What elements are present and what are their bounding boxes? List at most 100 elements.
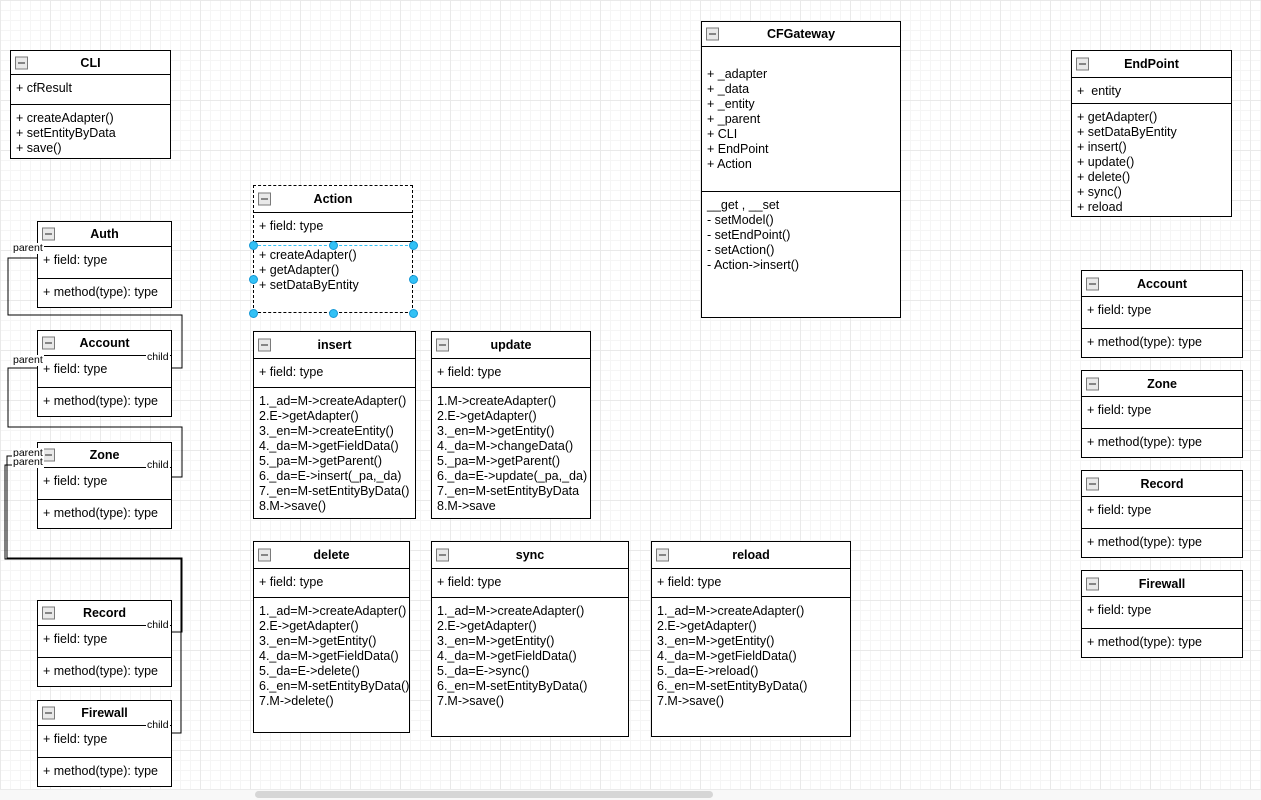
- method-row[interactable]: 6._en=M-setEntityByData(): [657, 679, 808, 693]
- method-row[interactable]: + update(): [1077, 155, 1135, 169]
- fields-compartment[interactable]: + field: type: [1082, 596, 1242, 628]
- class-delete[interactable]: delete + field: type 1._ad=M->createAdap…: [253, 541, 410, 733]
- field-row[interactable]: + CLI: [707, 127, 738, 141]
- method-row[interactable]: 3._en=M->createEntity(): [259, 424, 394, 438]
- selection-handle-e[interactable]: [408, 274, 418, 284]
- method-row[interactable]: + setDataByEntity: [259, 278, 359, 292]
- method-row[interactable]: 7._en=M-setEntityByData: [437, 484, 580, 498]
- class-insert[interactable]: insert + field: type 1._ad=M->createAdap…: [253, 331, 416, 519]
- collapse-icon[interactable]: [436, 338, 449, 352]
- method-row[interactable]: 7.M->delete(): [259, 694, 334, 708]
- fields-compartment[interactable]: + field: type: [432, 358, 590, 387]
- method-row[interactable]: 4._da=M->getFieldData(): [259, 439, 399, 453]
- field-row[interactable]: + field: type: [43, 362, 108, 376]
- method-row[interactable]: 6._en=M-setEntityByData(): [437, 679, 588, 693]
- fields-compartment[interactable]: + field: type: [38, 625, 171, 657]
- methods-compartment[interactable]: + method(type): type: [1082, 528, 1242, 557]
- field-row[interactable]: + Action: [707, 157, 752, 171]
- method-row[interactable]: 6._en=M-setEntityByData(): [259, 679, 409, 693]
- method-row[interactable]: 4._da=M->getFieldData(): [437, 649, 577, 663]
- method-row[interactable]: 2.E->getAdapter(): [259, 619, 359, 633]
- connector-zone-to-firewall[interactable]: [4, 464, 182, 734]
- method-row[interactable]: + delete(): [1077, 170, 1131, 184]
- method-row[interactable]: 4._da=M->getFieldData(): [657, 649, 797, 663]
- connector-auth-to-account[interactable]: [7, 257, 183, 369]
- field-row[interactable]: + field: type: [43, 732, 108, 746]
- fields-compartment[interactable]: + field: type: [652, 568, 850, 597]
- method-row[interactable]: + method(type): type: [43, 506, 158, 520]
- field-row[interactable]: + field: type: [657, 575, 722, 589]
- method-row[interactable]: __get , __set: [707, 198, 780, 212]
- method-row[interactable]: - setModel(): [707, 213, 774, 227]
- method-row[interactable]: 7.M->save(): [657, 694, 725, 708]
- method-row[interactable]: 1._ad=M->createAdapter(): [437, 604, 585, 618]
- methods-compartment[interactable]: + method(type): type: [38, 499, 171, 528]
- class-record-right[interactable]: Record + field: type + method(type): typ…: [1081, 470, 1243, 558]
- field-row[interactable]: + _parent: [707, 112, 761, 126]
- method-row[interactable]: + getAdapter(): [1077, 110, 1158, 124]
- collapse-icon[interactable]: [258, 192, 271, 206]
- edge-label-parent[interactable]: parent: [12, 242, 44, 254]
- method-row[interactable]: + setEntityByData: [16, 126, 116, 140]
- field-row[interactable]: + _adapter: [707, 67, 768, 81]
- collapse-icon[interactable]: [1086, 477, 1099, 490]
- method-row[interactable]: 6._da=E->insert(_pa,_da): [259, 469, 402, 483]
- method-row[interactable]: 5._da=E->reload(): [657, 664, 759, 678]
- selection-handle-nw[interactable]: [248, 240, 258, 250]
- class-sync[interactable]: sync + field: type 1._ad=M->createAdapte…: [431, 541, 629, 737]
- method-row[interactable]: + setDataByEntity: [1077, 125, 1177, 139]
- class-update[interactable]: update + field: type 1.M->createAdapter(…: [431, 331, 591, 519]
- field-row[interactable]: + cfResult: [16, 81, 72, 95]
- method-row[interactable]: 3._en=M->getEntity(): [657, 634, 775, 648]
- fields-compartment[interactable]: + field: type: [38, 725, 171, 757]
- collapse-icon[interactable]: [42, 227, 55, 241]
- fields-compartment[interactable]: + field: type: [254, 568, 409, 597]
- selection-handle-ne[interactable]: [408, 240, 418, 250]
- method-row[interactable]: 1._ad=M->createAdapter(): [259, 604, 407, 618]
- field-row[interactable]: + field: type: [259, 365, 324, 379]
- method-row[interactable]: 7.M->save(): [437, 694, 505, 708]
- field-row[interactable]: + EndPoint: [707, 142, 769, 156]
- field-row[interactable]: + field: type: [1087, 303, 1152, 317]
- class-firewall-left[interactable]: Firewall + field: type + method(type): t…: [37, 700, 172, 787]
- field-row[interactable]: + field: type: [43, 253, 108, 267]
- edge-label-parent[interactable]: parent: [12, 456, 44, 468]
- method-row[interactable]: 2.E->getAdapter(): [259, 409, 359, 423]
- selection-handle-se[interactable]: [408, 308, 418, 318]
- methods-compartment[interactable]: + method(type): type: [38, 657, 171, 686]
- class-auth[interactable]: Auth + field: type + method(type): type: [37, 221, 172, 308]
- method-row[interactable]: 8.M->save(): [259, 499, 327, 513]
- collapse-icon[interactable]: [42, 448, 55, 462]
- method-row[interactable]: 1.M->createAdapter(): [437, 394, 557, 408]
- method-row[interactable]: + createAdapter(): [259, 248, 357, 262]
- collapse-icon[interactable]: [42, 706, 55, 720]
- method-row[interactable]: + reload: [1077, 200, 1123, 214]
- selection-handle-w[interactable]: [248, 274, 258, 284]
- field-row[interactable]: + field: type: [437, 575, 502, 589]
- field-row[interactable]: + field: type: [259, 219, 324, 233]
- method-row[interactable]: + getAdapter(): [259, 263, 340, 277]
- methods-compartment[interactable]: + method(type): type: [38, 387, 171, 416]
- collapse-icon[interactable]: [258, 338, 271, 352]
- method-row[interactable]: + method(type): type: [1087, 535, 1202, 549]
- method-row[interactable]: + method(type): type: [1087, 435, 1202, 449]
- methods-compartment[interactable]: 1._ad=M->createAdapter()2.E->getAdapter(…: [254, 597, 409, 732]
- method-row[interactable]: 5._da=E->sync(): [437, 664, 530, 678]
- field-row[interactable]: + field: type: [43, 632, 108, 646]
- methods-compartment[interactable]: + getAdapter()+ setDataByEntity+ insert(…: [1072, 103, 1231, 216]
- class-account-right[interactable]: Account + field: type + method(type): ty…: [1081, 270, 1243, 358]
- method-row[interactable]: - setAction(): [707, 243, 775, 257]
- edge-label-child[interactable]: child: [146, 619, 170, 631]
- methods-compartment[interactable]: __get , __set- setModel()- setEndPoint()…: [702, 191, 900, 317]
- method-row[interactable]: 5._da=E->delete(): [259, 664, 360, 678]
- fields-compartment[interactable]: + field: type: [38, 246, 171, 278]
- selection-handle-sw[interactable]: [248, 308, 258, 318]
- method-row[interactable]: + method(type): type: [43, 394, 158, 408]
- field-row[interactable]: + field: type: [1087, 403, 1152, 417]
- methods-compartment[interactable]: + createAdapter()+ getAdapter()+ setData…: [254, 241, 412, 312]
- method-row[interactable]: + method(type): type: [1087, 635, 1202, 649]
- method-row[interactable]: - Action->insert(): [707, 258, 800, 272]
- method-row[interactable]: 1._ad=M->createAdapter(): [259, 394, 407, 408]
- field-row[interactable]: + entity: [1077, 84, 1122, 98]
- method-row[interactable]: 3._en=M->getEntity(): [437, 424, 555, 438]
